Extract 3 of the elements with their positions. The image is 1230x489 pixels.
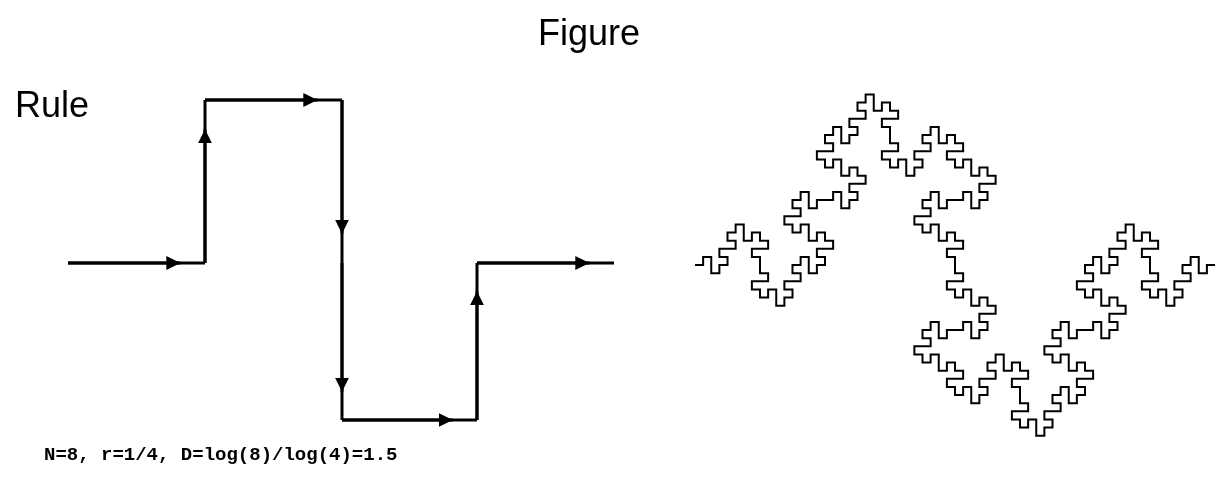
figure-heading: Figure xyxy=(538,15,641,51)
formula-text: N=8, r=1/4, D=log(8)/log(4)=1.5 xyxy=(44,446,398,465)
rule-heading: Rule xyxy=(15,87,90,123)
